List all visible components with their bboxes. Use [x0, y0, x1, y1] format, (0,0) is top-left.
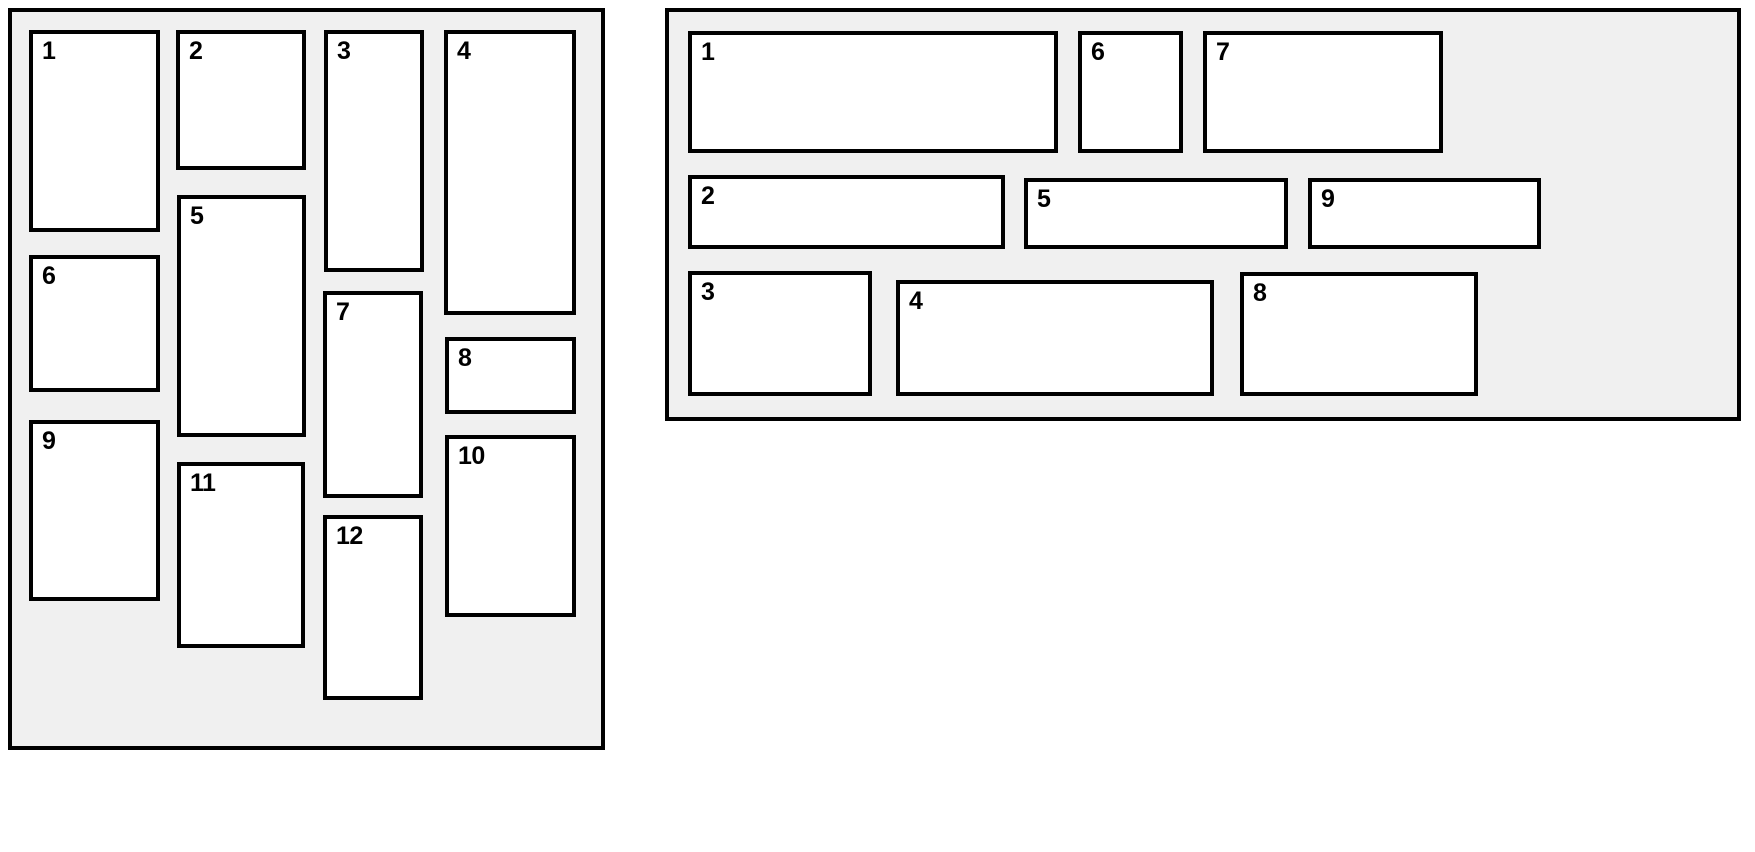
packed-item-8[interactable]: 8 [1240, 272, 1478, 396]
item-label: 5 [1037, 185, 1051, 213]
item-label: 7 [336, 298, 350, 326]
packed-item-11[interactable]: 11 [177, 462, 305, 648]
item-label: 7 [1216, 38, 1230, 66]
item-label: 4 [457, 37, 471, 65]
packed-item-7[interactable]: 7 [1203, 31, 1443, 153]
packed-item-3[interactable]: 3 [688, 271, 872, 396]
packed-item-2[interactable]: 2 [688, 175, 1005, 249]
packed-item-5[interactable]: 5 [177, 195, 306, 437]
item-label: 3 [337, 37, 351, 65]
packed-item-4[interactable]: 4 [896, 280, 1214, 396]
packed-item-4[interactable]: 4 [444, 30, 576, 315]
packed-item-3[interactable]: 3 [324, 30, 424, 272]
item-label: 1 [42, 37, 56, 65]
item-label: 10 [458, 442, 485, 470]
packed-item-6[interactable]: 6 [1078, 31, 1183, 153]
item-label: 2 [701, 182, 715, 210]
packed-item-1[interactable]: 1 [29, 30, 160, 232]
packed-item-9[interactable]: 9 [29, 420, 160, 601]
packed-item-5[interactable]: 5 [1024, 178, 1288, 249]
packed-item-10[interactable]: 10 [445, 435, 576, 617]
packed-item-1[interactable]: 1 [688, 31, 1058, 153]
packed-item-6[interactable]: 6 [29, 255, 160, 392]
item-label: 5 [190, 202, 204, 230]
item-label: 12 [336, 522, 363, 550]
item-label: 4 [909, 287, 923, 315]
item-label: 3 [701, 278, 715, 306]
item-label: 9 [1321, 185, 1335, 213]
item-label: 6 [42, 262, 56, 290]
item-label: 9 [42, 427, 56, 455]
item-label: 1 [701, 38, 715, 66]
packed-item-2[interactable]: 2 [176, 30, 306, 170]
packed-item-8[interactable]: 8 [445, 337, 576, 414]
item-label: 8 [1253, 279, 1267, 307]
item-label: 6 [1091, 38, 1105, 66]
item-label: 11 [190, 469, 216, 497]
item-label: 2 [189, 37, 203, 65]
item-label: 8 [458, 344, 472, 372]
right-panel: 1 6 7 2 5 9 3 4 8 [665, 8, 1741, 421]
packed-item-9[interactable]: 9 [1308, 178, 1541, 249]
packed-item-12[interactable]: 12 [323, 515, 423, 700]
packed-item-7[interactable]: 7 [323, 291, 423, 498]
